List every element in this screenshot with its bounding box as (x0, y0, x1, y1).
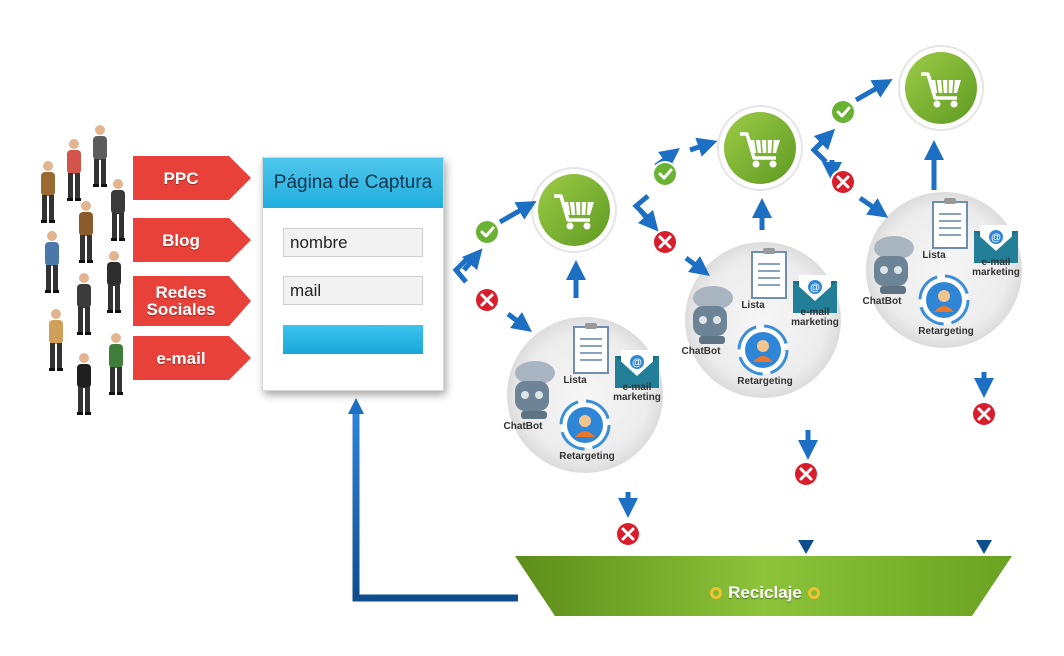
accept-icon-2 (650, 159, 680, 189)
cart-icon-1 (530, 166, 618, 254)
capture-page-form: Página de Captura nombre mail (262, 157, 444, 391)
chatbot-label: ChatBot (682, 346, 722, 357)
source-label: e-mail (156, 348, 206, 368)
retargeting-label: Retargeting (918, 326, 974, 337)
list-label: Lista (741, 300, 765, 311)
source-social: Redes Sociales (133, 276, 253, 326)
recycle-label: Reciclaje (728, 583, 802, 602)
capture-page-title: Página de Captura (263, 158, 443, 208)
list-label: Lista (922, 250, 946, 261)
cart-icon-3 (897, 44, 985, 132)
source-label: Redes Sociales (146, 283, 216, 319)
reject-icon-2 (650, 227, 680, 257)
reject-icon-bottom-2 (791, 459, 821, 489)
retargeting-label: Retargeting (737, 376, 793, 387)
cart-icon-2 (716, 104, 804, 192)
recycle-label-group: Reciclaje (700, 578, 830, 608)
chatbot-label: ChatBot (863, 296, 903, 307)
recycle-bar (515, 556, 1012, 616)
reject-icon-bottom-1 (613, 519, 643, 549)
source-label: Blog (162, 230, 200, 250)
chatbot-label: ChatBot (504, 421, 544, 432)
recycle-ring-icon (807, 587, 820, 599)
reject-icon-1 (472, 285, 502, 315)
source-blog: Blog (133, 218, 253, 262)
name-field[interactable]: nombre (283, 228, 423, 257)
list-label: Lista (563, 375, 587, 386)
recycle-ring-icon (710, 587, 723, 599)
submit-button[interactable] (283, 325, 423, 354)
return-loop-arrow (352, 410, 518, 602)
reject-icon-bottom-3 (969, 399, 999, 429)
retargeting-label: Retargeting (559, 451, 615, 462)
people-crowd (41, 125, 125, 415)
accept-icon-1 (472, 217, 502, 247)
mail-field[interactable]: mail (283, 276, 423, 305)
source-label: PPC (163, 168, 199, 188)
accept-icon-3 (828, 97, 858, 127)
reject-icon-3 (828, 167, 858, 197)
source-email: e-mail (133, 336, 253, 380)
source-ppc: PPC (133, 156, 253, 200)
